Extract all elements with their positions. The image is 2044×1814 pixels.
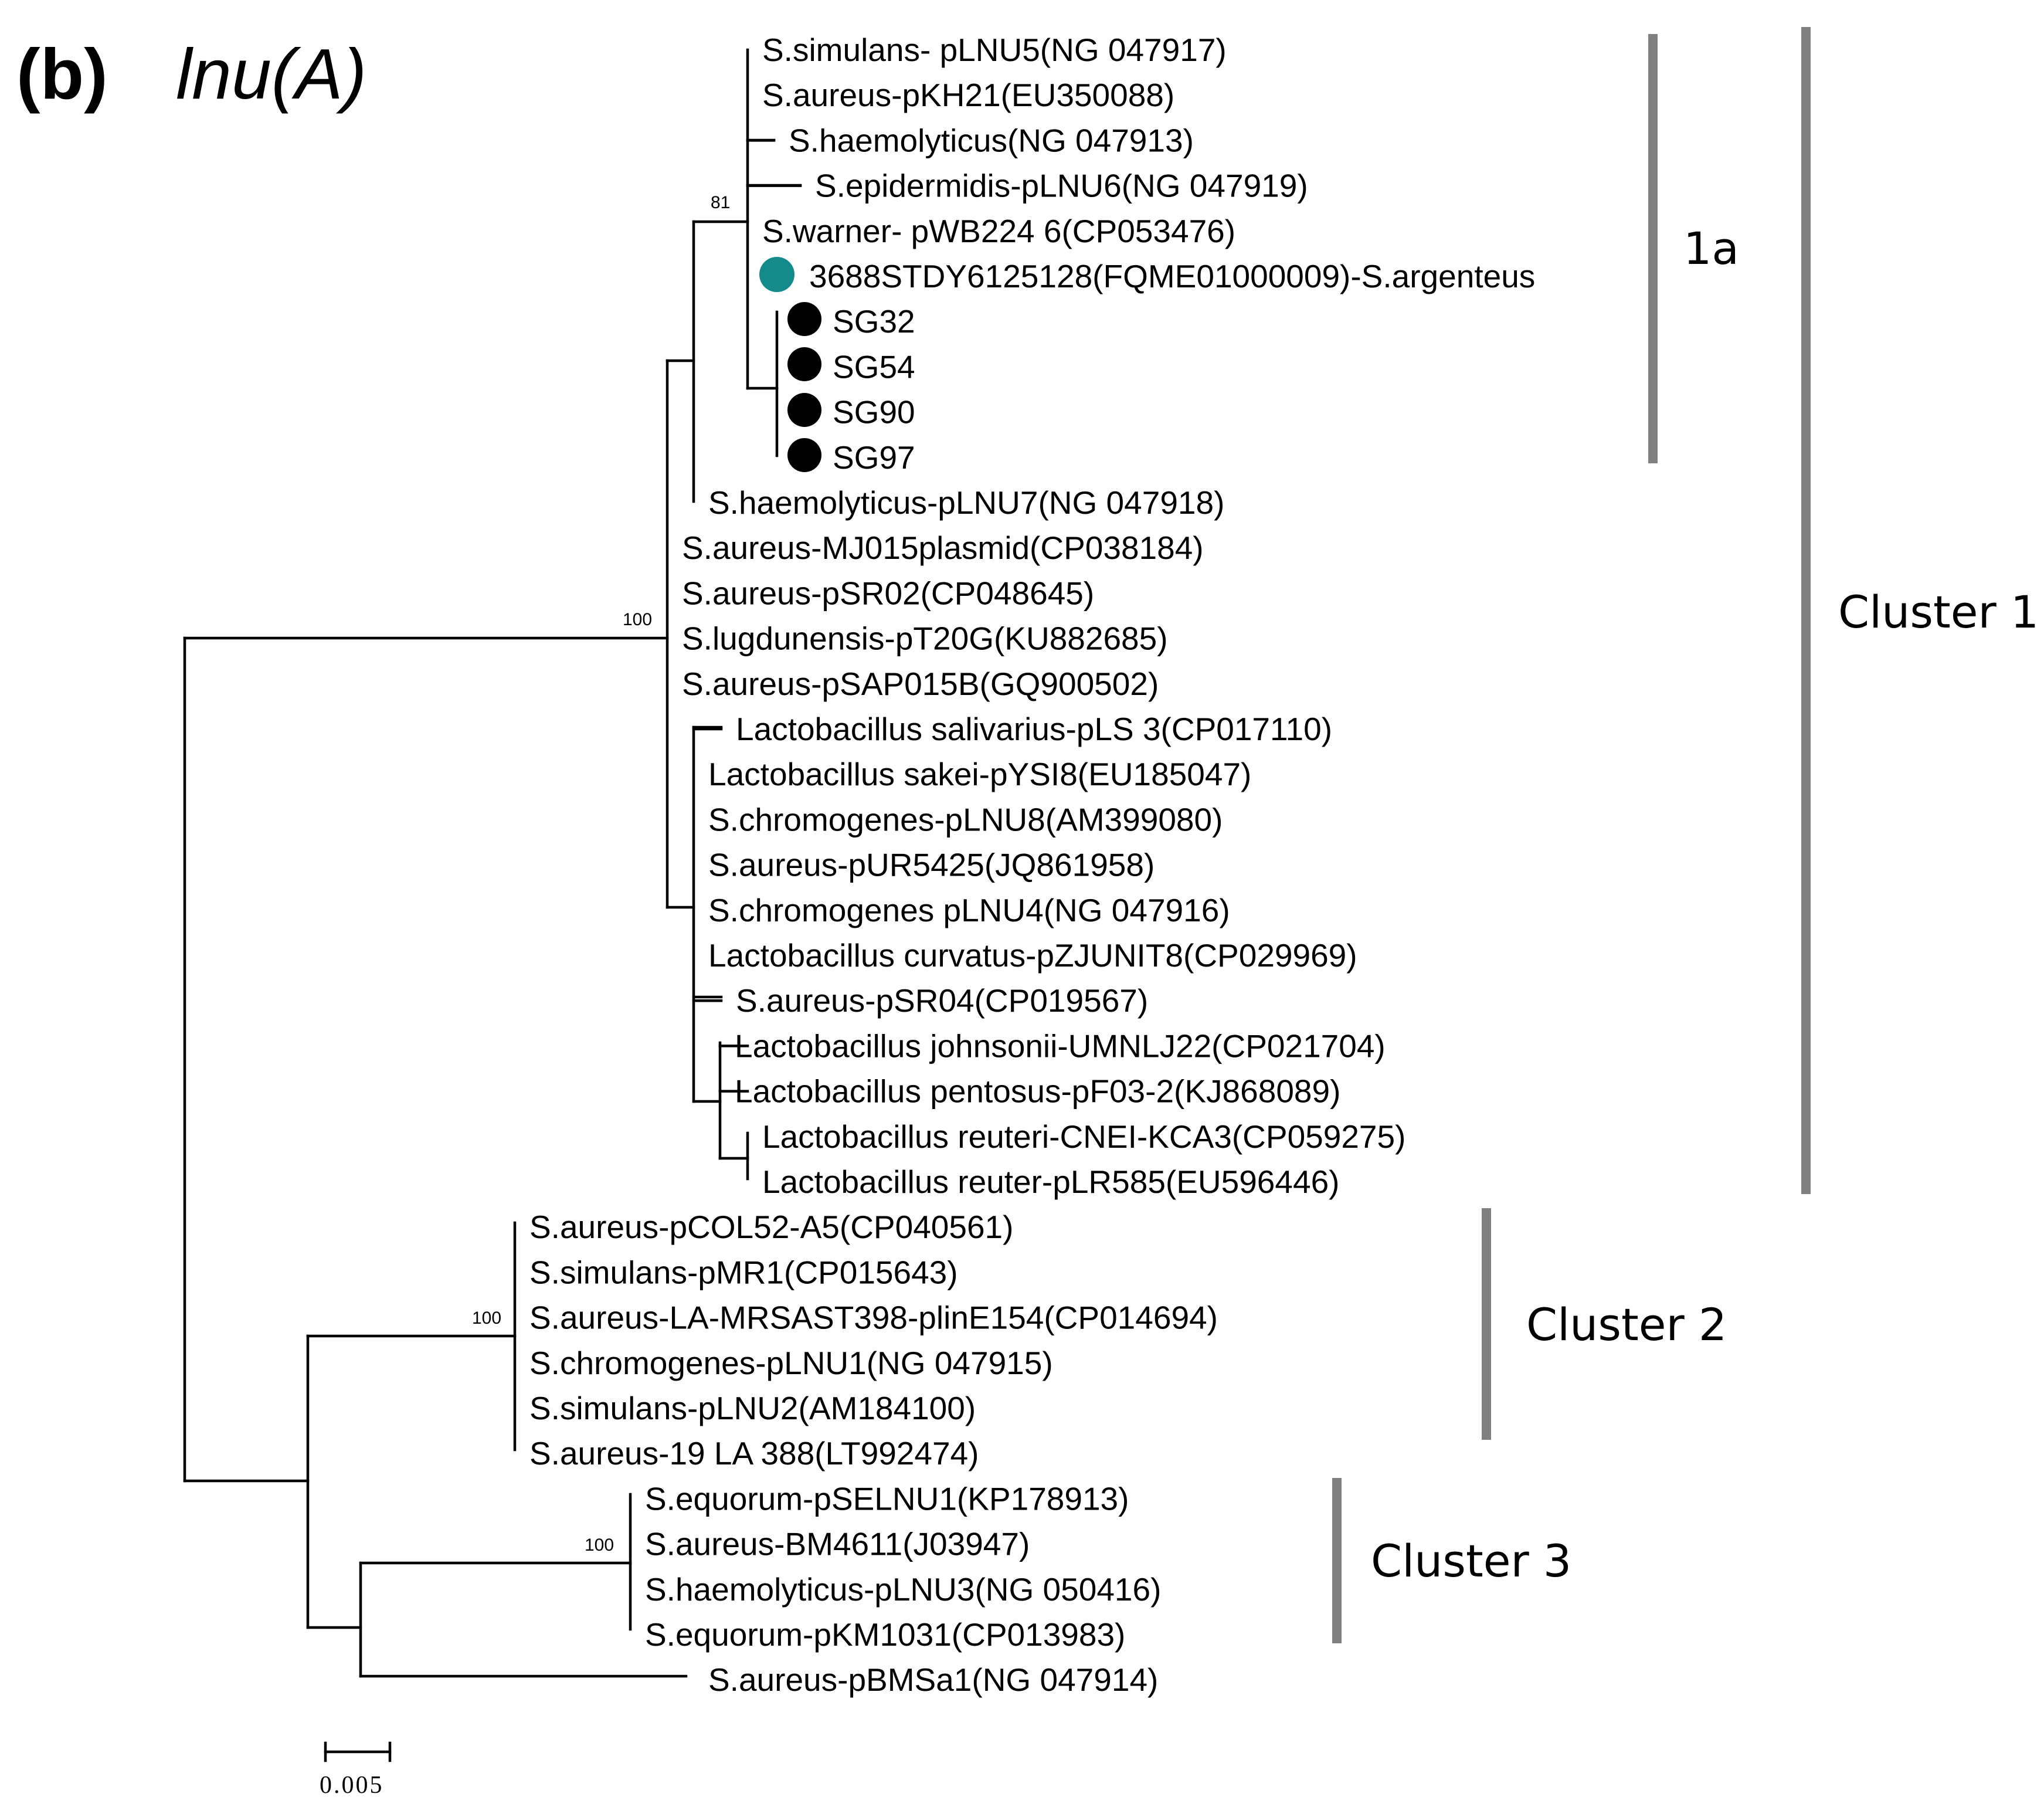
leaf-label: S.aureus-pSR04(CP019567) [736,982,1148,1019]
isolate-marker [787,393,821,427]
clade-label-cluster-3: Cluster 3 [1371,1535,1571,1587]
leaf-label: Lactobacillus curvatus-pZJUNIT8(CP029969… [708,937,1357,974]
leaf-label: S.lugdunensis-pT20G(KU882685) [682,621,1168,657]
panel-letter: (b) [16,34,108,114]
leaf-label: S.haemolyticus(NG 047913) [789,122,1194,158]
leaf-label: S.simulans- pLNU5(NG 047917) [762,32,1227,68]
bootstrap-value: 100 [585,1535,614,1555]
leaf-label: SG54 [833,348,915,385]
gene-name: lnu(A) [176,34,366,114]
leaf-label: S.equorum-pSELNU1(KP178913) [645,1480,1129,1517]
leaf-label: S.aureus-pBMSa1(NG 047914) [708,1662,1158,1698]
leaf-label: S.chromogenes-pLNU8(AM399080) [708,801,1223,838]
leaf-label: S.aureus-LA-MRSAST398-plinE154(CP014694) [529,1300,1218,1336]
leaf-label: 3688STDY6125128(FQME01000009)-S.argenteu… [809,258,1535,294]
isolate-marker [787,302,821,336]
clade-bar-1a [1648,34,1658,463]
clade-bar-cluster-1 [1801,27,1811,1194]
leaf-label: S.equorum-pKM1031(CP013983) [645,1616,1125,1653]
bootstrap-values: 81 100 100 100 [472,193,730,1555]
clade-label-1a: 1a [1683,222,1739,274]
tree-branches [183,48,802,1762]
leaf-label: S.aureus-pSAP015B(GQ900502) [682,666,1159,702]
leaf-label: SG97 [833,439,915,476]
clade-bar-cluster-2 [1482,1208,1491,1440]
argenteus-marker [759,257,794,292]
leaf-label: Lactobacillus sakei-pYSI8(EU185047) [708,756,1251,792]
leaf-label: S.aureus-pUR5425(JQ861958) [708,847,1155,883]
leaf-label: S.aureus-MJ015plasmid(CP038184) [682,530,1204,566]
leaf-label: S.chromogenes pLNU4(NG 047916) [708,892,1230,928]
clade-label-cluster-1: Cluster 1 [1838,586,2039,638]
clade-label-cluster-2: Cluster 2 [1526,1298,1727,1351]
leaf-label: SG90 [833,394,915,430]
isolate-marker [787,438,821,472]
leaf-label: S.aureus-BM4611(J03947) [645,1526,1030,1562]
leaf-label: S.epidermidis-pLNU6(NG 047919) [815,168,1308,204]
leaf-label: Lactobacillus reuteri-CNEI-KCA3(CP059275… [762,1118,1405,1155]
leaf-label: Lactobacillus pentosus-pF03-2(KJ868089) [735,1073,1340,1110]
leaf-label: S.simulans-pMR1(CP015643) [529,1254,958,1290]
leaf-label: S.chromogenes-pLNU1(NG 047915) [529,1345,1053,1381]
leaf-label: Lactobacillus reuter-pLR585(EU596446) [762,1164,1339,1200]
bootstrap-value: 100 [623,610,652,629]
leaf-label: SG32 [833,303,915,340]
leaf-label: S.haemolyticus-pLNU3(NG 050416) [645,1571,1161,1608]
leaf-label: Lactobacillus johnsonii-UMNLJ22(CP021704… [735,1028,1386,1064]
leaf-label: S.haemolyticus-pLNU7(NG 047918) [708,484,1224,521]
leaf-label: S.aureus-pCOL52-A5(CP040561) [529,1209,1013,1245]
leaf-markers [759,257,821,472]
clade-bar-cluster-3 [1332,1478,1342,1643]
bootstrap-value: 81 [711,193,730,212]
leaf-label: Lactobacillus salivarius-pLS 3(CP017110) [736,711,1332,747]
leaf-label: S.simulans-pLNU2(AM184100) [529,1390,976,1426]
leaf-label: S.aureus-pSR02(CP048645) [682,575,1094,611]
leaf-label: S.warner- pWB224 6(CP053476) [762,213,1235,249]
isolate-marker [787,347,821,381]
bootstrap-value: 100 [472,1308,501,1328]
leaf-label: S.aureus-pKH21(EU350088) [762,77,1174,113]
leaf-labels: S.simulans- pLNU5(NG 047917) S.aureus-pKH… [529,32,1535,1698]
clade-annotations: 1a Cluster 1 Cluster 2 Cluster 3 [1332,27,2039,1643]
scale-bar-label: 0.005 [320,1772,384,1799]
leaf-label: S.aureus-19 LA 388(LT992474) [529,1435,979,1471]
